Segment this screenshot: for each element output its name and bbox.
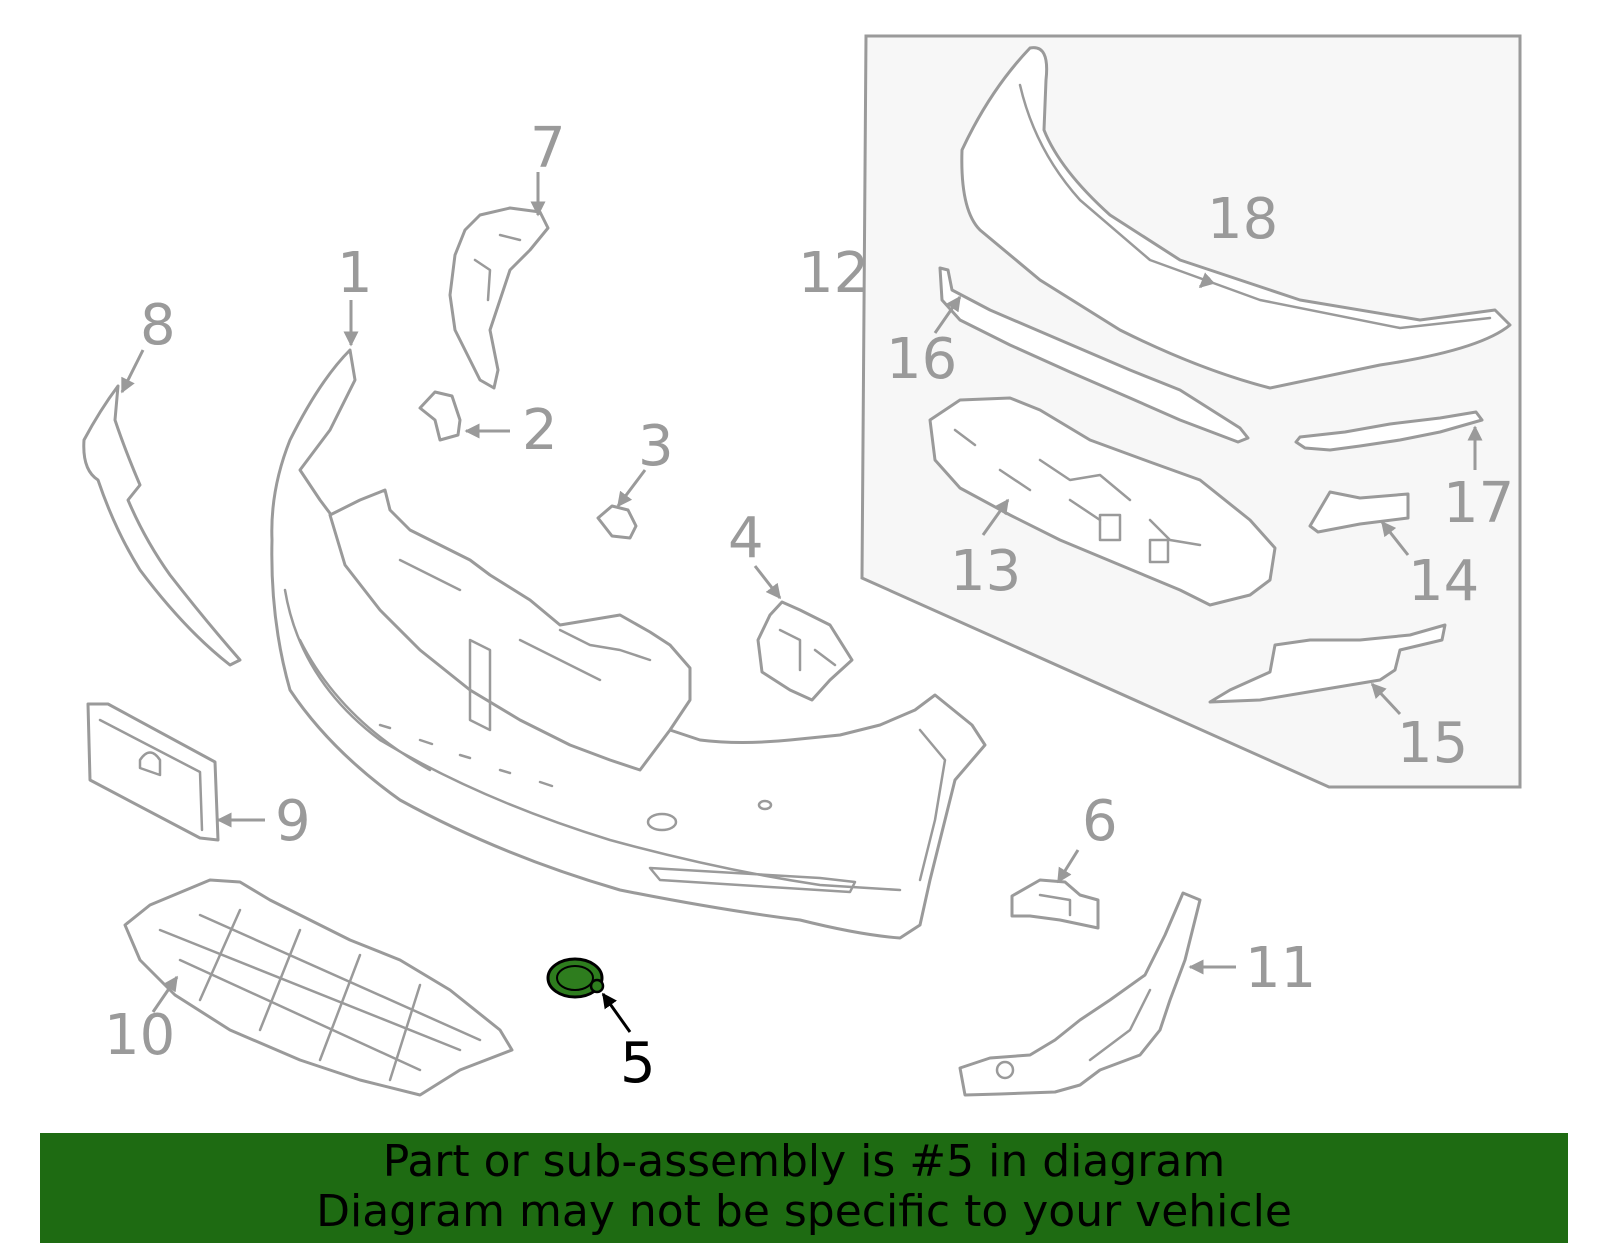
callout-9: 9 [275, 789, 311, 854]
callout-14: 14 [1408, 549, 1479, 614]
callout-7: 7 [530, 116, 566, 181]
part-18-trim [960, 46, 1512, 390]
part-4-bracket [756, 600, 854, 702]
part-16-strip [938, 266, 1250, 444]
part-2-clip [418, 390, 462, 442]
callout-13: 13 [950, 539, 1021, 604]
part-6-bracket [1010, 878, 1100, 930]
callout-4: 4 [728, 506, 764, 571]
callout-labels: 1 2 3 4 5 6 7 8 9 10 11 12 13 14 15 16 1… [104, 116, 1514, 1096]
part-3-clip [596, 504, 638, 540]
callout-5: 5 [620, 1031, 656, 1096]
callout-15: 15 [1397, 711, 1468, 776]
callout-2: 2 [522, 398, 558, 463]
part-11-bracket [958, 891, 1202, 1097]
banner-line-2: Diagram may not be specific to your vehi… [316, 1186, 1292, 1237]
banner-line-1: Part or sub-assembly is #5 in diagram [382, 1136, 1226, 1187]
part-7-bracket [448, 206, 550, 390]
callout-10: 10 [104, 1003, 175, 1068]
callout-11: 11 [1245, 936, 1316, 1001]
callout-17: 17 [1443, 471, 1514, 536]
callout-8: 8 [140, 293, 176, 358]
callout-16: 16 [886, 327, 957, 392]
part-13-absorber [928, 396, 1277, 607]
part-1-reinforcement [328, 488, 692, 772]
part-15-bracket [1208, 623, 1447, 704]
part-5-highlighted[interactable] [546, 957, 605, 999]
leader-lines [120, 172, 1483, 1033]
callout-12: 12 [798, 241, 869, 306]
part-1-bumper-cover [270, 348, 987, 940]
part-10-undertray [123, 878, 514, 1097]
callout-1: 1 [337, 241, 373, 306]
info-banner: Part or sub-assembly is #5 in diagram Di… [40, 1133, 1568, 1243]
callout-18: 18 [1207, 187, 1278, 252]
part-17-bracket [1294, 410, 1484, 452]
callout-6: 6 [1082, 789, 1118, 854]
callout-3: 3 [638, 414, 674, 479]
part-9-license-bracket [86, 702, 220, 842]
part-8-trim [82, 384, 242, 667]
